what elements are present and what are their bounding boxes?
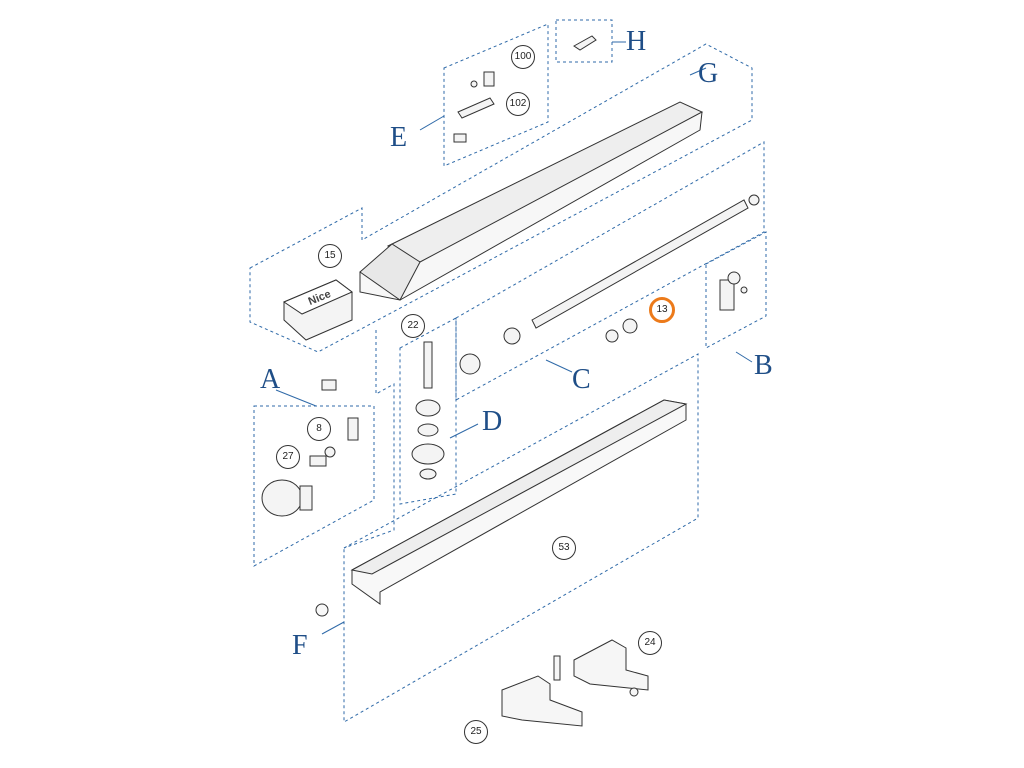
group-h-outline	[555, 19, 613, 63]
group-label-e: E	[390, 122, 408, 153]
group-label-a: A	[260, 364, 281, 395]
release-key	[573, 35, 597, 51]
group-label-f: F	[292, 630, 308, 661]
bracket-parts	[719, 271, 748, 311]
group-d-outline	[399, 317, 457, 505]
group-outer-outline	[343, 330, 395, 549]
callout-102: 102	[506, 92, 530, 116]
callout-100: 100	[511, 45, 535, 69]
drive-shaft	[459, 194, 760, 375]
control-unit-box	[282, 279, 353, 341]
group-g-outline	[249, 43, 753, 353]
group-a-outline	[253, 405, 375, 567]
callout-53: 53	[552, 536, 576, 560]
callout-22: 22	[401, 314, 425, 338]
callout-24: 24	[638, 631, 662, 655]
callout-25: 25	[464, 720, 488, 744]
callout-8: 8	[307, 417, 331, 441]
group-b-outline	[705, 231, 767, 349]
callout-27: 27	[276, 445, 300, 469]
top-cover-housing	[359, 101, 704, 301]
group-label-d: D	[482, 406, 503, 437]
group-e-outline	[443, 23, 549, 167]
group-c-outline	[455, 141, 765, 401]
group-label-h: H	[626, 26, 647, 57]
group-label-g: G	[698, 58, 719, 89]
gear-stack	[411, 341, 445, 480]
rear-bracket	[553, 639, 649, 697]
base-body	[315, 399, 688, 617]
group-label-c: C	[572, 364, 591, 395]
group-f-outline	[343, 353, 699, 723]
group-label-b: B	[754, 350, 773, 381]
callout-15: 15	[318, 244, 342, 268]
callout-13-highlighted: 13	[649, 297, 675, 323]
release-parts	[453, 71, 495, 143]
front-bracket	[501, 675, 583, 727]
motor-parts	[261, 379, 359, 517]
